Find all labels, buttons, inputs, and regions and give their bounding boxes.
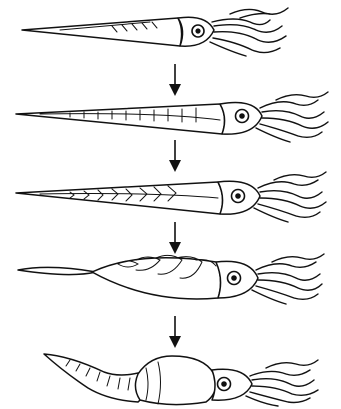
arrow-3-to-4 xyxy=(169,222,181,254)
arrow-1-to-2 xyxy=(169,64,181,96)
arrow-2-to-3 xyxy=(169,140,181,172)
stage-3-cephalopod xyxy=(16,172,326,222)
stage-1-cephalopod xyxy=(22,8,288,56)
stage-5-cephalopod xyxy=(44,354,318,406)
stage-2-cephalopod xyxy=(16,92,328,142)
stage-4-cephalopod xyxy=(18,254,324,304)
arrow-4-to-5 xyxy=(169,316,181,348)
